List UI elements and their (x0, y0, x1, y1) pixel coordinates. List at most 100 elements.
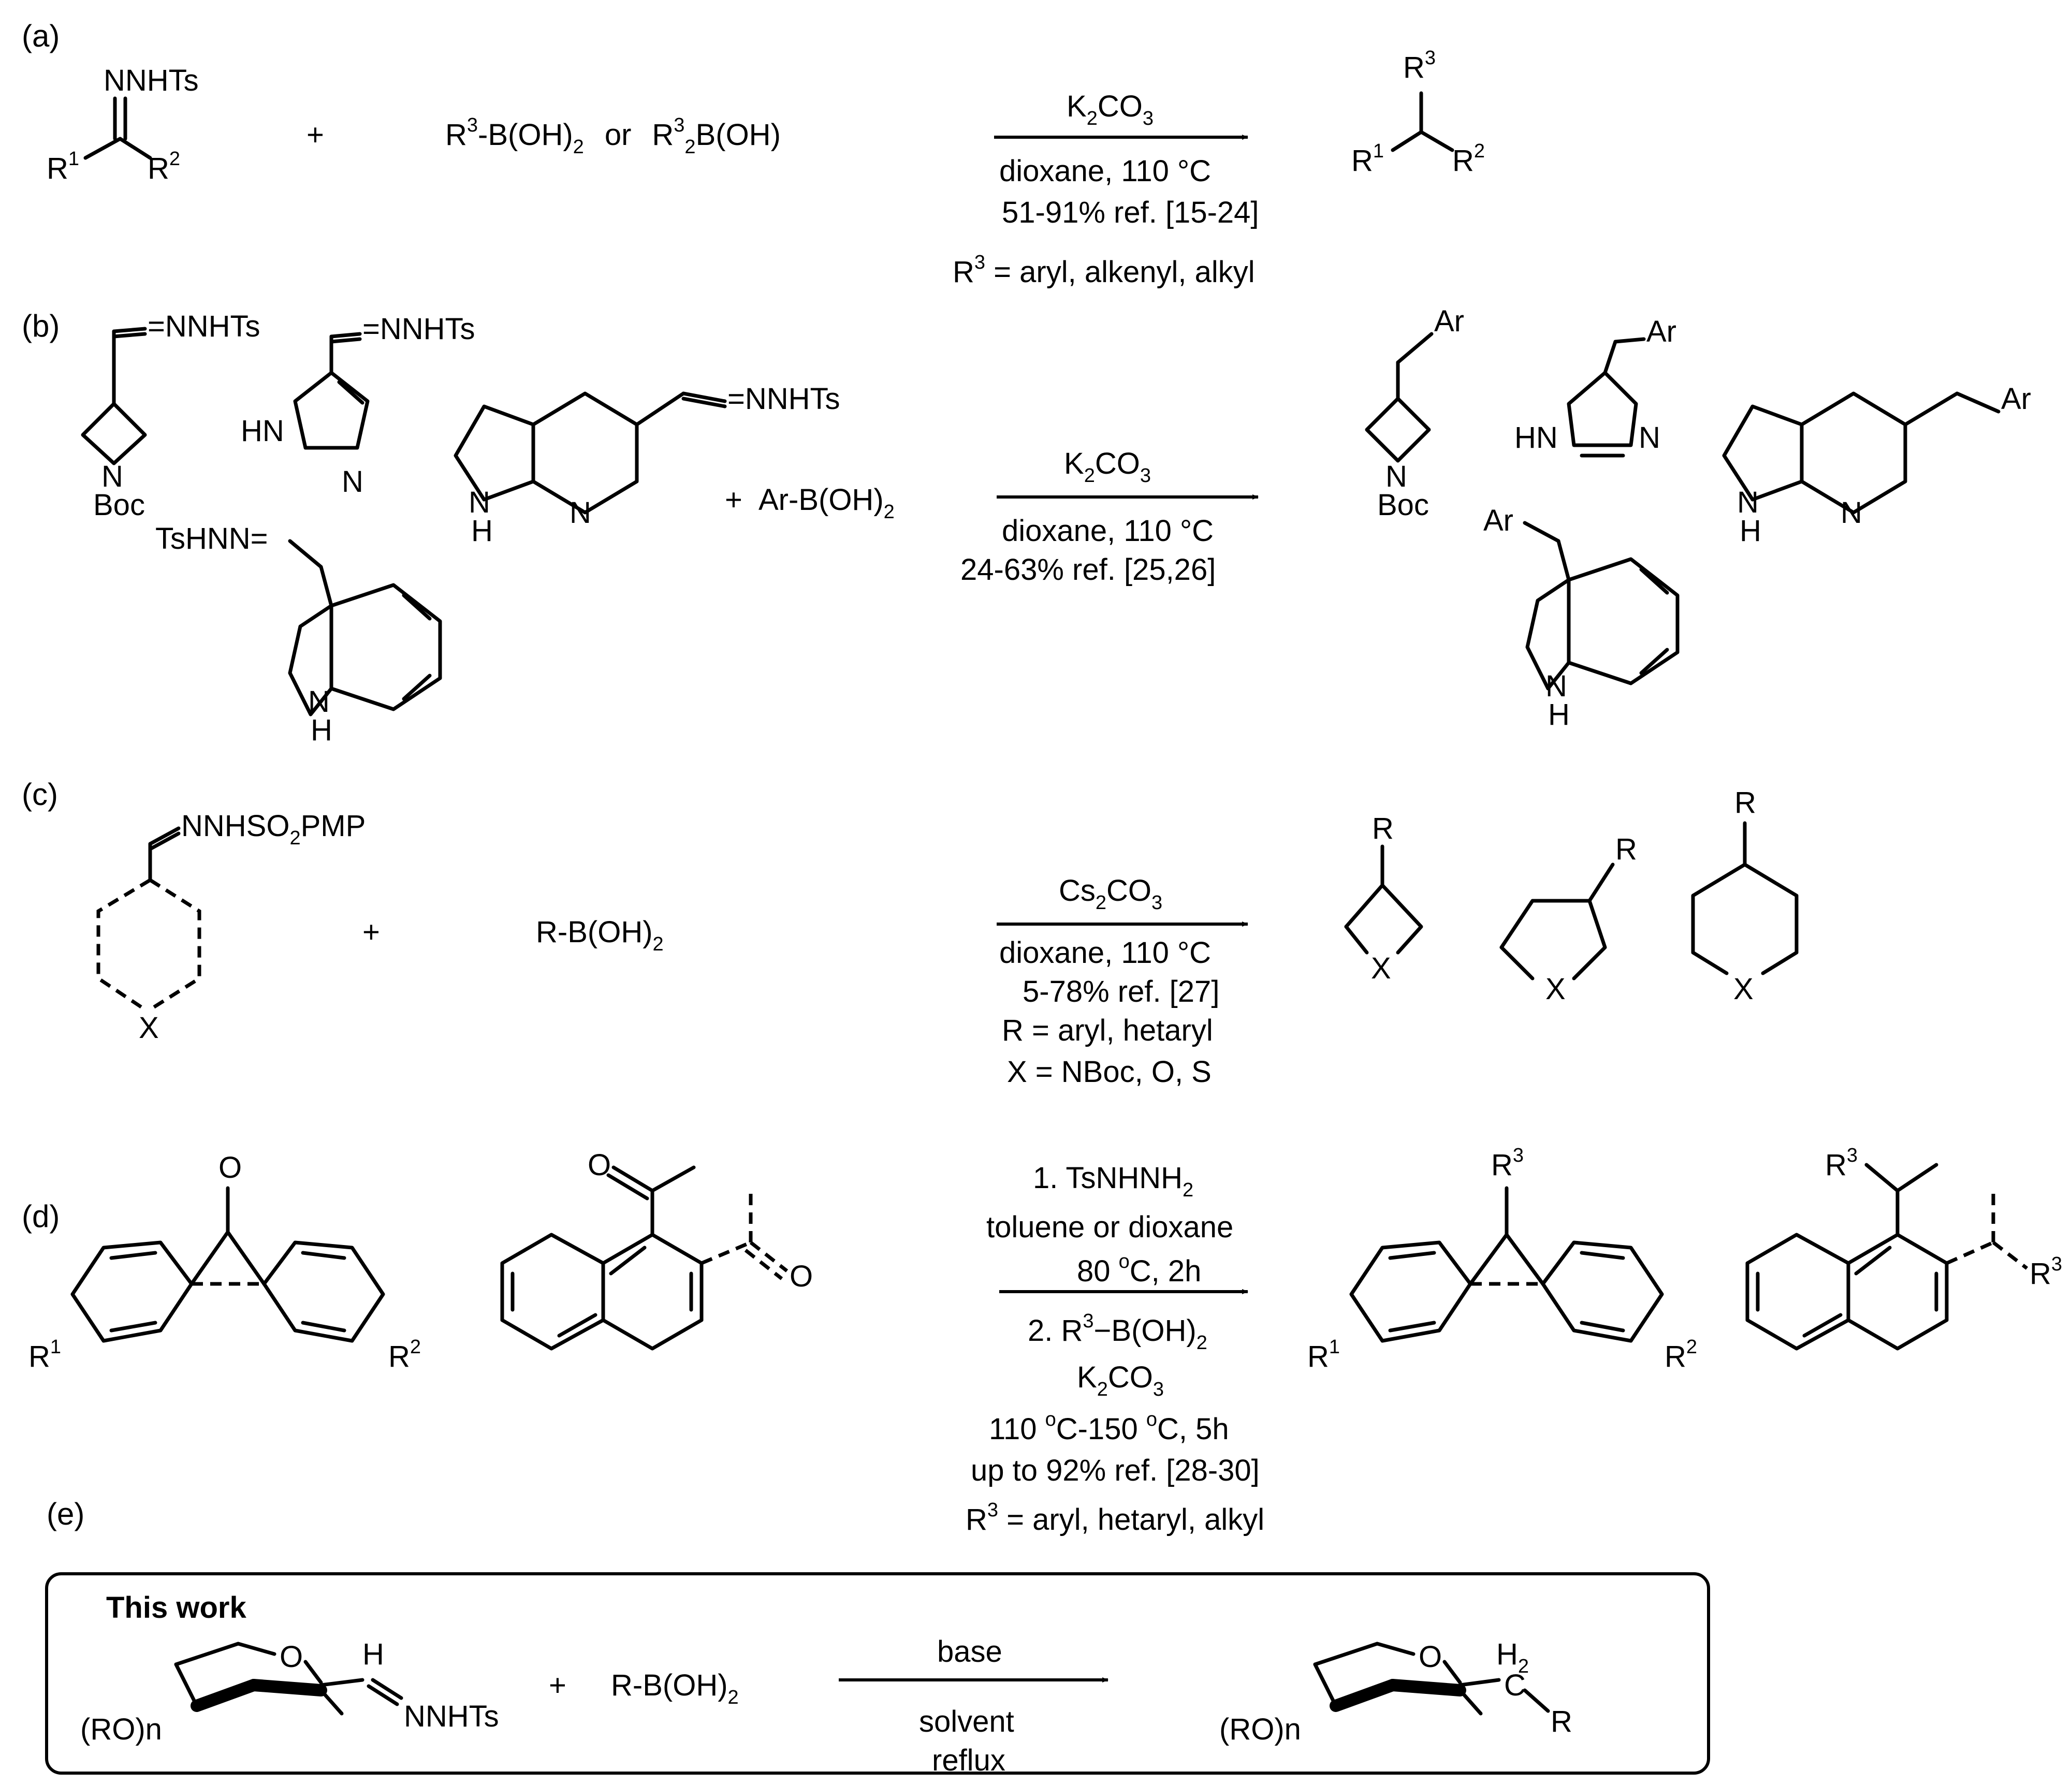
panel-b-boronic: Ar-B(OH)2 (758, 483, 895, 523)
svg-text:N: N (101, 460, 123, 493)
svg-text:C: C (1504, 1669, 1526, 1702)
svg-text:=NNHTs: =NNHTs (727, 382, 840, 416)
panel-c-reagent: Cs2CO3 (1059, 874, 1162, 914)
svg-text:O: O (1419, 1640, 1442, 1674)
panel-c-cond-1: dioxane, 110 °C (999, 936, 1211, 970)
svg-text:X: X (1545, 972, 1566, 1006)
panel-b-plus: + (725, 483, 742, 517)
svg-text:H2: H2 (1496, 1637, 1529, 1677)
svg-text:R3: R3 (1825, 1145, 1858, 1182)
panel-c: (c) NNHSO2PMP X + R-B(OH)2 Cs2CO3 dioxan… (22, 777, 1799, 1089)
svg-text:Boc: Boc (1377, 488, 1429, 522)
panel-b-azaindole-hydrazone: =NNHTs N N H (454, 382, 840, 548)
panel-d-step1-temp: 80 oC, 2h (1077, 1251, 1201, 1288)
svg-text:H: H (311, 713, 332, 747)
panel-c-plus: + (362, 915, 380, 949)
panel-b-product-azetidine: Ar N Boc (1365, 304, 1464, 522)
panel-d-product-fluorene: R3 R1 R2 (1307, 1145, 1697, 1373)
svg-text:O: O (218, 1151, 242, 1184)
panel-b-label: (b) (22, 309, 60, 343)
panel-b-imidazole-hydrazone: =NNHTs HN N (241, 312, 475, 499)
svg-text:N: N (1385, 460, 1407, 493)
panel-d: (d) O R1 R2 O O 1. TsNHNH2 tolue (22, 1145, 2062, 1537)
svg-text:N: N (308, 685, 330, 719)
svg-text:N: N (1841, 496, 1862, 530)
svg-text:R3: R3 (1403, 47, 1436, 84)
svg-text:H: H (1740, 514, 1761, 548)
svg-text:X: X (1371, 952, 1391, 985)
panel-d-fluorenone: O R1 R2 (28, 1151, 421, 1373)
panel-a-cond-1: dioxane, 110 °C (999, 154, 1211, 188)
panel-e-reactant-sugar: O (RO)n H NNHTs (80, 1637, 499, 1746)
svg-text:(RO)n: (RO)n (1219, 1713, 1301, 1746)
svg-text:(RO)n: (RO)n (80, 1713, 162, 1746)
svg-text:R1: R1 (47, 148, 79, 185)
panel-b-product-indole: Ar N H (1483, 504, 1680, 731)
svg-text:TsHNN=: TsHNN= (155, 522, 268, 555)
panel-c-cond-4: X = NBoc, O, S (1007, 1055, 1212, 1089)
panel-a-r1: R (47, 152, 68, 185)
panel-e-plus: + (549, 1669, 566, 1702)
svg-text:Boc: Boc (93, 488, 145, 522)
panel-b-cond-1: dioxane, 110 °C (1002, 514, 1214, 548)
panel-b-indole-hydrazone: TsHNN= N H (155, 522, 442, 747)
panel-e-product-sugar: O (RO)n H2 C R (1219, 1637, 1572, 1746)
svg-text:=NNHTs: =NNHTs (362, 312, 475, 346)
svg-text:N: N (1639, 421, 1660, 455)
svg-text:N: N (1545, 669, 1567, 703)
panel-d-temp2: 110 oC-150 oC, 5h (989, 1409, 1229, 1446)
svg-text:Ar: Ar (1434, 304, 1464, 338)
svg-text:R2: R2 (388, 1336, 421, 1373)
panel-d-step1: 1. TsNHNH2 (1033, 1161, 1193, 1201)
svg-text:R1: R1 (1307, 1336, 1340, 1373)
panel-e-base: base (937, 1635, 1002, 1669)
panel-d-step2: 2. R3−B(OH)2 (1028, 1310, 1207, 1354)
panel-b-reagent: K2CO3 (1064, 447, 1151, 487)
panel-d-product-naphthalene: R3 R3 (1745, 1145, 2062, 1351)
panel-b-product-azaindole: Ar N N H (1722, 382, 2031, 548)
svg-text:R: R (1372, 812, 1394, 845)
svg-text:R3: R3 (2030, 1253, 2062, 1291)
svg-text:R2: R2 (1452, 140, 1485, 178)
panel-c-product-oxane: R X (1691, 786, 1799, 1006)
panel-d-yield: up to 92% ref. [28-30] (971, 1454, 1260, 1487)
panel-a-r2: R (148, 152, 169, 185)
panel-b: (b) =NNHTs N Boc =NNHTs HN N =NNHTs N N … (22, 304, 2031, 747)
panel-c-hydrazone: NNHSO2PMP X (96, 809, 366, 1045)
svg-text:X: X (1733, 972, 1754, 1006)
svg-text:N: N (342, 465, 363, 499)
panel-e-reflux: reflux (932, 1744, 1005, 1777)
svg-text:R: R (1551, 1705, 1572, 1738)
svg-text:=NNHTs: =NNHTs (148, 310, 260, 343)
svg-text:Ar: Ar (1483, 504, 1513, 537)
panel-a-plus: + (307, 118, 324, 152)
svg-text:HN: HN (241, 414, 284, 448)
svg-text:R1: R1 (1351, 140, 1384, 178)
svg-text:H: H (471, 514, 493, 548)
this-work-box (45, 1572, 1710, 1775)
panel-c-boronic: R-B(OH)2 (536, 915, 664, 955)
svg-text:R2: R2 (1665, 1336, 1697, 1373)
panel-b-cond-2: 24-63% ref. [25,26] (960, 553, 1216, 587)
panel-e-label: (e) (47, 1497, 84, 1531)
panel-d-step1-solvent: toluene or dioxane (986, 1210, 1233, 1244)
panel-a-hydrazone: NNHTs R1 R2 (47, 64, 199, 185)
panel-a-cond-2: 51-91% ref. [15-24] (1002, 196, 1259, 229)
panel-b-azetidine-hydrazone: =NNHTs N Boc (81, 310, 260, 522)
svg-text:O: O (790, 1260, 813, 1293)
panel-a-reagent: K2CO3 (1067, 90, 1154, 129)
panel-c-label: (c) (22, 777, 58, 812)
panel-a-label: (a) (22, 19, 60, 53)
svg-text:H: H (1548, 698, 1570, 731)
svg-text:N: N (1737, 486, 1759, 519)
panel-a-product: R3 R1 R2 (1351, 47, 1485, 178)
svg-text:X: X (139, 1011, 159, 1045)
panel-a-scope: R3 = aryl, alkenyl, alkyl (953, 252, 1255, 289)
panel-d-scope: R3 = aryl, hetaryl, alkyl (966, 1499, 1264, 1537)
svg-text:Ar: Ar (1646, 315, 1676, 348)
svg-text:H: H (362, 1637, 384, 1671)
svg-text:R1: R1 (28, 1336, 61, 1373)
